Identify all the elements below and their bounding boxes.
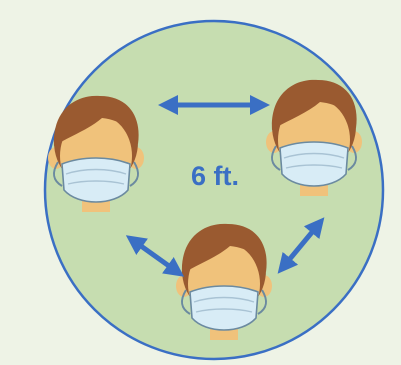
distance-label: 6 ft. xyxy=(191,161,239,191)
